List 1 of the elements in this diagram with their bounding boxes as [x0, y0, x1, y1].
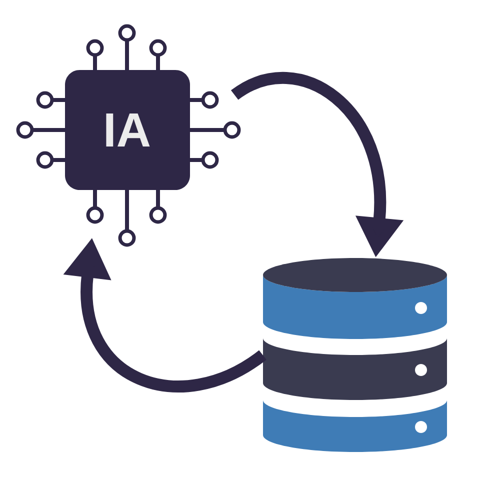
database-icon	[263, 258, 447, 452]
